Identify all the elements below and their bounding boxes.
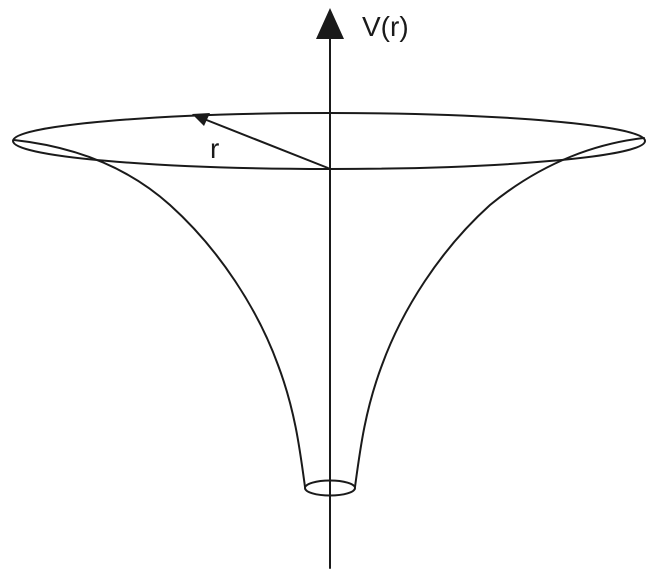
funnel-right-wall bbox=[354, 137, 645, 488]
bottom-throat-ellipse bbox=[304, 479, 356, 497]
radius-label: r bbox=[210, 133, 219, 164]
top-rim-ellipse bbox=[12, 112, 646, 170]
axis-arrowhead bbox=[316, 8, 344, 39]
radius-arrow-line bbox=[203, 118, 329, 169]
radius-arrowhead bbox=[192, 113, 210, 126]
axis-label: V(r) bbox=[362, 11, 409, 42]
funnel-left-wall bbox=[13, 139, 306, 488]
